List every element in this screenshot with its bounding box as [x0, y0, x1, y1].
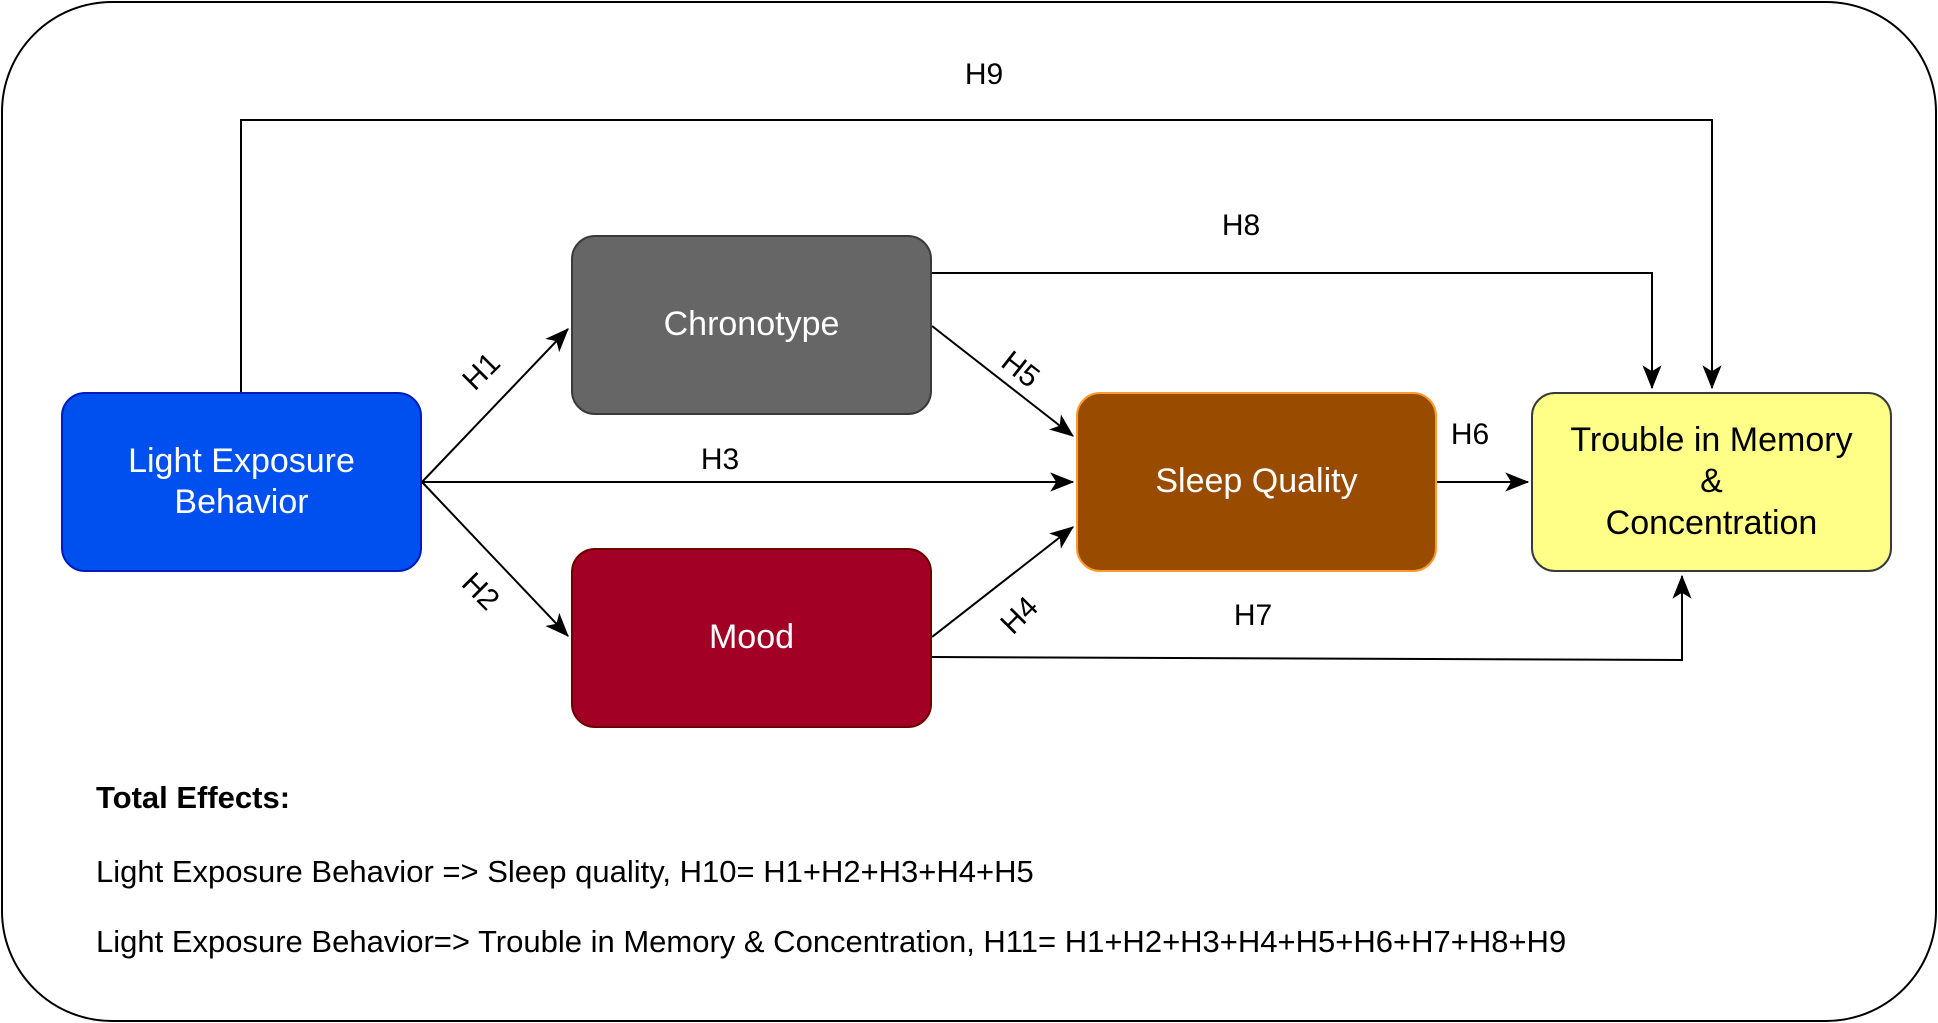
node-light-exposure-behavior: Light Exposure Behavior	[61, 392, 422, 572]
node-mood: Mood	[571, 548, 932, 728]
edge-h1	[421, 328, 569, 483]
total-effects-title: Total Effects:	[96, 780, 291, 815]
node-light-exposure-label: Light Exposure Behavior	[128, 441, 355, 521]
label-h3: H3	[700, 443, 740, 476]
edge-h2	[421, 481, 569, 637]
node-sleep-quality: Sleep Quality	[1076, 392, 1437, 572]
node-trouble-memory-label: Trouble in Memory & Concentration	[1570, 420, 1853, 542]
node-mood-label: Mood	[708, 618, 795, 657]
total-effects: Total Effects: Light Exposure Behavior =…	[96, 780, 1566, 994]
node-chronotype: Chronotype	[571, 235, 932, 415]
node-chronotype-label: Chronotype	[663, 305, 840, 344]
node-trouble-memory-concentration: Trouble in Memory & Concentration	[1531, 392, 1892, 572]
edge-h5	[931, 325, 1074, 437]
node-sleep-quality-label: Sleep Quality	[1155, 462, 1358, 501]
label-h6: H6	[1450, 418, 1490, 451]
edge-h9	[240, 119, 1722, 392]
label-h7: H7	[1233, 599, 1273, 632]
total-effects-line-h11: Light Exposure Behavior=> Trouble in Mem…	[96, 924, 1567, 959]
edge-h7	[931, 574, 1692, 662]
label-h9: H9	[964, 58, 1004, 91]
edge-h4	[931, 526, 1074, 638]
label-h8: H8	[1221, 209, 1261, 242]
total-effects-line-h10: Light Exposure Behavior => Sleep quality…	[96, 854, 1034, 889]
edge-h8	[932, 272, 1662, 390]
